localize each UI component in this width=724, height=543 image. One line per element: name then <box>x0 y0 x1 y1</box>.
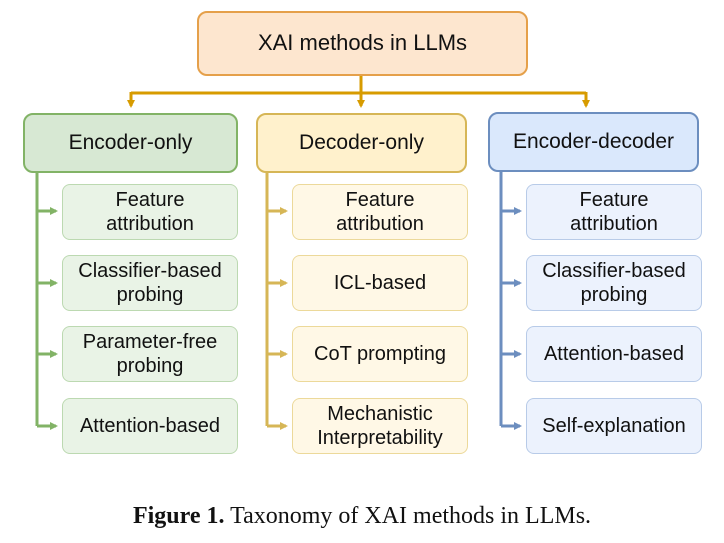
leaf-label: Feature attribution <box>106 188 194 235</box>
caption-text: Taxonomy of XAI methods in LLMs. <box>224 503 592 529</box>
root-node: XAI methods in LLMs <box>197 11 528 76</box>
root-connectors <box>127 76 590 108</box>
leaf-label: Parameter-free probing <box>82 330 218 377</box>
category-label: Encoder-only <box>68 131 193 155</box>
leaf-label: Classifier-based probing <box>78 259 222 306</box>
leaf-encdec-attention-based: Attention-based <box>526 326 702 382</box>
root-label: XAI methods in LLMs <box>257 30 468 56</box>
leaf-encdec-feature-attribution: Feature attribution <box>526 184 702 240</box>
leaf-decoder-icl-based: ICL-based <box>292 255 468 311</box>
leaf-encoder-classifier-probing: Classifier-based probing <box>62 255 238 311</box>
leaf-label: Feature attribution <box>336 188 424 235</box>
leaf-encoder-feature-attribution: Feature attribution <box>62 184 238 240</box>
encoder-decoder-connectors <box>499 172 522 430</box>
leaf-encoder-parameter-free-probing: Parameter-free probing <box>62 326 238 382</box>
category-decoder-only: Decoder-only <box>256 113 467 173</box>
decoder-only-connectors <box>265 173 288 430</box>
leaf-label: Attention-based <box>543 342 685 365</box>
leaf-decoder-feature-attribution: Feature attribution <box>292 184 468 240</box>
leaf-label: CoT prompting <box>314 342 446 365</box>
figure-number: Figure 1. <box>132 503 225 529</box>
encoder-only-connectors <box>35 173 58 430</box>
leaf-label: Classifier-based probing <box>542 259 686 306</box>
leaf-encdec-classifier-probing: Classifier-based probing <box>526 255 702 311</box>
leaf-label: ICL-based <box>333 271 427 294</box>
leaf-encoder-attention-based: Attention-based <box>62 398 238 454</box>
leaf-label: Self-explanation <box>542 414 686 437</box>
leaf-decoder-mechanistic-interpretability: Mechanistic Interpretability <box>292 398 468 454</box>
leaf-label: Mechanistic Interpretability <box>317 402 443 449</box>
leaf-encdec-self-explanation: Self-explanation <box>526 398 702 454</box>
figure-caption: Figure 1. Taxonomy of XAI methods in LLM… <box>0 503 724 530</box>
category-encoder-decoder: Encoder-decoder <box>488 112 699 172</box>
category-label: Decoder-only <box>299 131 424 155</box>
leaf-label: Feature attribution <box>570 188 658 235</box>
category-encoder-only: Encoder-only <box>23 113 238 173</box>
leaf-decoder-cot-prompting: CoT prompting <box>292 326 468 382</box>
category-label: Encoder-decoder <box>512 130 675 154</box>
leaf-label: Attention-based <box>79 414 221 437</box>
